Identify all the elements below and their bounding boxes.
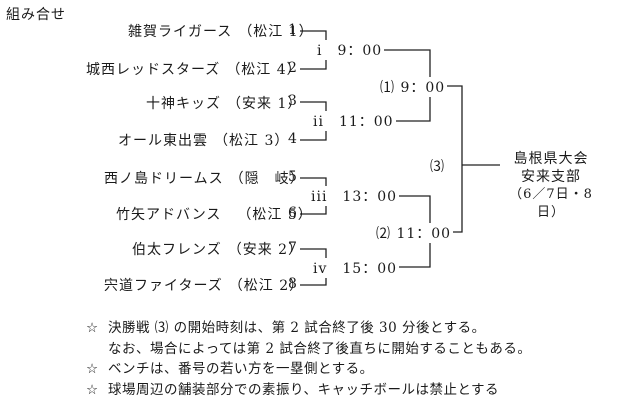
team-region: （松江 5）: [237, 207, 313, 223]
team-entry: 伯太フレンズ （安来 2）: [132, 239, 303, 259]
team-name: 西ノ島ドリームス: [104, 171, 224, 187]
note-item: ☆ ベンチは、番号の若い方を一塁側とする。: [86, 359, 531, 380]
game-time-label: ⑵ 11：00: [374, 223, 454, 243]
team-number: 2: [288, 60, 297, 76]
team-entry: 雑賀ライガース （松江 1）: [128, 21, 314, 41]
note-text: なお、場合によっては第 2 試合終了後直ちに開始することもある。: [108, 340, 532, 357]
team-entry: 西ノ島ドリームス （隠 岐）: [104, 168, 305, 188]
team-name: オール東出雲: [118, 133, 208, 149]
team-entry: 竹矢アドバンス （松江 5）: [116, 204, 313, 224]
game-time-label: ii 11：00: [311, 111, 396, 131]
star-icon: ☆: [86, 320, 99, 336]
result-line-1: 島根県大会: [513, 151, 589, 167]
team-name: 宍道ファイターズ: [104, 278, 223, 294]
note-text: ベンチは、番号の若い方を一塁側とする。: [108, 361, 374, 377]
result-line-3: （6／7日・8日）: [509, 187, 593, 220]
star-icon: ☆: [86, 381, 99, 398]
team-entry: 城西レッドスターズ （松江 4）: [86, 59, 302, 79]
note-text: 球場周辺の舗装部分での素振り、キャッチボールは禁止とする: [108, 381, 500, 398]
team-name: 伯太フレンズ: [132, 242, 222, 258]
tournament-result: 島根県大会 安来支部 （6／7日・8日）: [500, 150, 602, 222]
star-icon: ☆: [86, 361, 99, 377]
page-heading: 組み合せ: [6, 7, 66, 23]
note-item: なお、場合によっては第 2 試合終了後直ちに開始することもある。: [86, 339, 531, 360]
result-line-2: 安来支部: [521, 169, 581, 185]
team-number: 3: [288, 93, 297, 109]
game-time-label: i 9：00: [315, 40, 385, 60]
game-time-label: iii 13：00: [309, 186, 400, 206]
team-number: 1: [288, 22, 297, 38]
team-region: （安来 1）: [227, 96, 303, 112]
game-time-label: iv 15：00: [311, 258, 400, 278]
final-game-label: ⑶: [428, 156, 447, 176]
team-entry: オール東出雲 （松江 3）: [118, 130, 289, 150]
team-region: （安来 2）: [227, 242, 304, 258]
team-region: （隠 岐）: [229, 171, 305, 187]
team-region: （松江 1）: [238, 24, 314, 40]
team-region: （松江 3）: [214, 133, 290, 149]
team-region: （松江 2）: [228, 278, 305, 294]
team-name: 竹矢アドバンス: [116, 207, 222, 223]
team-number: 5: [288, 169, 297, 185]
team-name: 城西レッドスターズ: [86, 62, 221, 78]
team-entry: 宍道ファイターズ （松江 2）: [104, 275, 304, 295]
team-number: 6: [288, 205, 297, 221]
team-number: 7: [288, 240, 297, 256]
team-region: （松江 4）: [226, 62, 302, 78]
game-time-label: ⑴ 9：00: [378, 77, 448, 97]
team-number: 4: [288, 131, 297, 147]
team-name: 雑賀ライガース: [128, 24, 233, 40]
notes-section: ☆ 決勝戦 ⑶ の開始時刻は、第 2 試合終了後 30 分後とする。 なお、場合に…: [86, 318, 531, 400]
note-text: 決勝戦 ⑶ の開始時刻は、第 2 試合終了後 30 分後とする。: [108, 320, 486, 336]
note-item: ☆ 球場周辺の舗装部分での素振り、キャッチボールは禁止とする: [86, 380, 531, 401]
note-item: ☆ 決勝戦 ⑶ の開始時刻は、第 2 試合終了後 30 分後とする。: [86, 318, 531, 339]
team-entry: 十神キッズ （安来 1）: [146, 93, 302, 113]
team-name: 十神キッズ: [146, 96, 221, 112]
team-number: 8: [288, 276, 297, 292]
